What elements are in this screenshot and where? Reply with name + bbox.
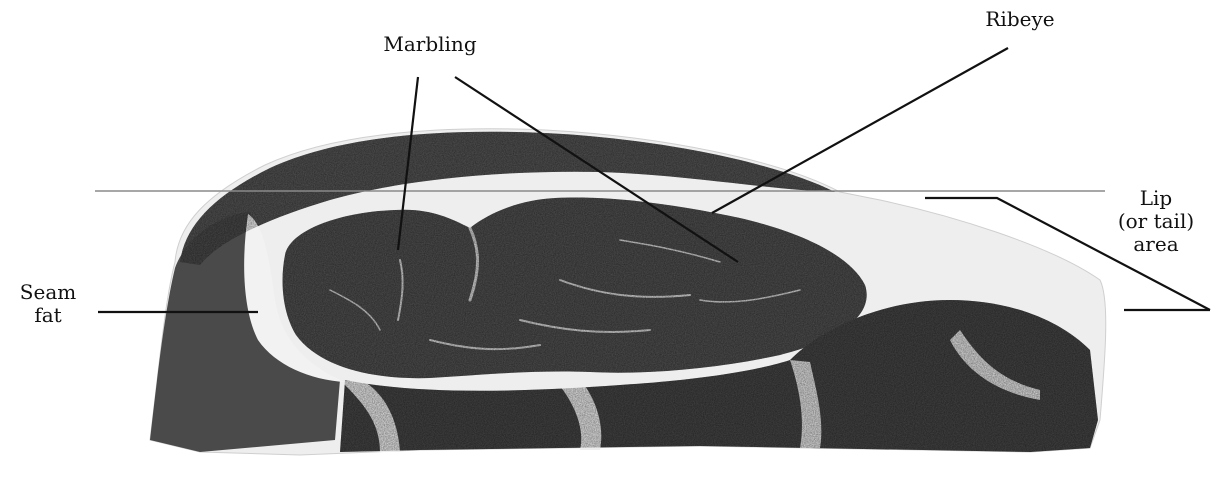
seam-label-line-1: Seam — [0, 281, 96, 304]
ribeye-label-text: Ribeye — [950, 8, 1090, 31]
marbling-label: Marbling — [340, 33, 520, 56]
ribeye-label: Ribeye — [950, 8, 1090, 31]
lip-label-line-2: (or tail) — [1100, 210, 1212, 233]
seam-fat-label: Seam fat — [0, 281, 96, 327]
marbling-label-text: Marbling — [340, 33, 520, 56]
seam-label-line-2: fat — [0, 304, 96, 327]
lip-label-line-3: area — [1100, 233, 1212, 256]
lip-area-label: Lip (or tail) area — [1100, 187, 1212, 256]
ribeye-leader — [712, 48, 1008, 213]
lip-label-line-1: Lip — [1100, 187, 1212, 210]
